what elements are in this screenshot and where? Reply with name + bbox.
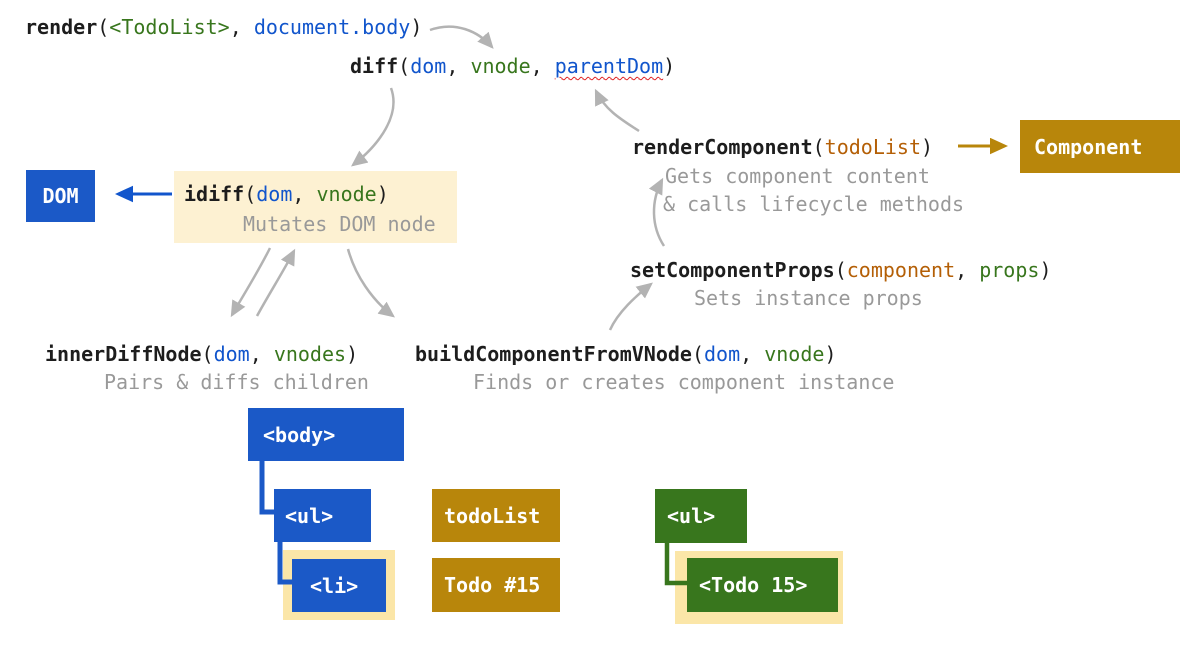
buildcomponentfromvnode-arg-vnode: vnode [764,342,825,366]
paren: ( [691,342,704,366]
paren: ) [824,342,837,366]
buildcomponentfromvnode-arg-dom: dom [704,342,741,366]
setcomponentprops-desc: Sets instance props [694,286,923,310]
comma: , [249,342,274,366]
vdom-ul-label: <ul> [667,504,716,528]
buildcomponentfromvnode-desc: Finds or creates component instance [473,370,895,394]
comma: , [955,258,980,282]
vdom-todo15-node: <Todo 15> [687,558,838,612]
component-box-label: Component [1034,134,1143,159]
call-idiff: idiff(dom, vnode) [184,181,389,207]
vdom-todo15-label: <Todo 15> [699,573,808,597]
paren: ( [244,182,257,206]
innerdiffnode-arg-dom: dom [213,342,250,366]
li-tree-node: <li> [292,559,386,612]
diff-arg-dom: dom [410,54,447,78]
paren: ) [1039,258,1052,282]
arrow-diff-to-idiff [351,87,395,167]
setcomponentprops-arg-component: component [846,258,956,282]
comma: , [229,15,254,39]
todolist-instance-label: todoList [444,503,541,528]
paren: ) [346,342,359,366]
diff-fn-name: diff [350,54,399,78]
comma: , [530,54,555,78]
paren: ) [663,54,676,78]
render-arg-todolist: <TodoList> [109,15,230,39]
dom-box: DOM [26,170,95,222]
arrow-idiff-to-innerdiffnode [230,247,272,318]
innerdiffnode-desc: Pairs & diffs children [104,370,369,394]
paren: ) [921,135,934,159]
call-innerdiffnode: innerDiffNode(dom, vnodes) [45,341,358,367]
paren: ( [834,258,847,282]
connector-vul-to-todo15 [664,542,688,586]
connector-body-to-ul [259,460,275,515]
call-setcomponentprops: setComponentProps(component, props) [630,257,1051,283]
paren: ( [97,15,110,39]
body-tree-node: <body> [248,408,404,461]
connector-ul-to-li [277,541,293,585]
arrow-setcomponentprops-to-rendercomponent [648,177,666,247]
ul-node-label: <ul> [285,503,334,528]
comma: , [740,342,765,366]
arrow-innerdiffnode-to-idiff [255,248,296,317]
paren: ( [398,54,411,78]
paren: ) [410,15,423,39]
arrow-buildcomponent-to-setcomponentprops [608,282,653,331]
render-arg-documentbody: document.body [253,15,411,39]
dom-box-label: DOM [42,184,79,208]
paren: ( [812,135,825,159]
todo15-instance-box: Todo #15 [432,558,560,612]
li-node-label: <li> [310,573,359,598]
comma: , [446,54,471,78]
ul-tree-node: <ul> [274,489,371,542]
idiff-arg-dom: dom [256,182,293,206]
comma: , [292,182,317,206]
arrow-render-to-diff [429,25,494,49]
paren: ) [376,182,389,206]
diff-arg-vnode: vnode [470,54,531,78]
innerdiffnode-fn-name: innerDiffNode [45,342,202,366]
call-render: render(<TodoList>, document.body) [25,14,422,40]
rendercomponent-desc-line2: & calls lifecycle methods [663,192,965,216]
innerdiffnode-arg-vnodes: vnodes [273,342,347,366]
idiff-desc: Mutates DOM node [243,212,436,236]
idiff-arg-vnode: vnode [316,182,377,206]
body-node-label: <body> [263,422,336,447]
rendercomponent-desc-line1: Gets component content [665,164,930,188]
call-rendercomponent: renderComponent(todoList) [632,134,933,160]
rendercomponent-fn-name: renderComponent [632,135,813,159]
setcomponentprops-fn-name: setComponentProps [630,258,835,282]
arrow-idiff-to-buildcomponent [346,248,395,318]
paren: ( [201,342,214,366]
idiff-fn-name: idiff [184,182,245,206]
todolist-instance-box: todoList [432,489,560,542]
buildcomponentfromvnode-fn-name: buildComponentFromVNode [415,342,692,366]
vdom-ul-node: <ul> [655,489,747,543]
arrow-rendercomponent-to-diff [594,88,640,133]
component-box: Component [1020,120,1180,173]
call-diff: diff(dom, vnode, parentDom) [350,53,675,79]
rendercomponent-arg-todolist: todoList [824,135,921,159]
call-buildcomponentfromvnode: buildComponentFromVNode(dom, vnode) [415,341,836,367]
todo15-instance-label: Todo #15 [444,573,541,597]
diff-arg-parentdom: parentDom [554,54,664,78]
idiff-highlight-panel [174,171,457,243]
setcomponentprops-arg-props: props [979,258,1040,282]
render-fn-name: render [25,15,98,39]
